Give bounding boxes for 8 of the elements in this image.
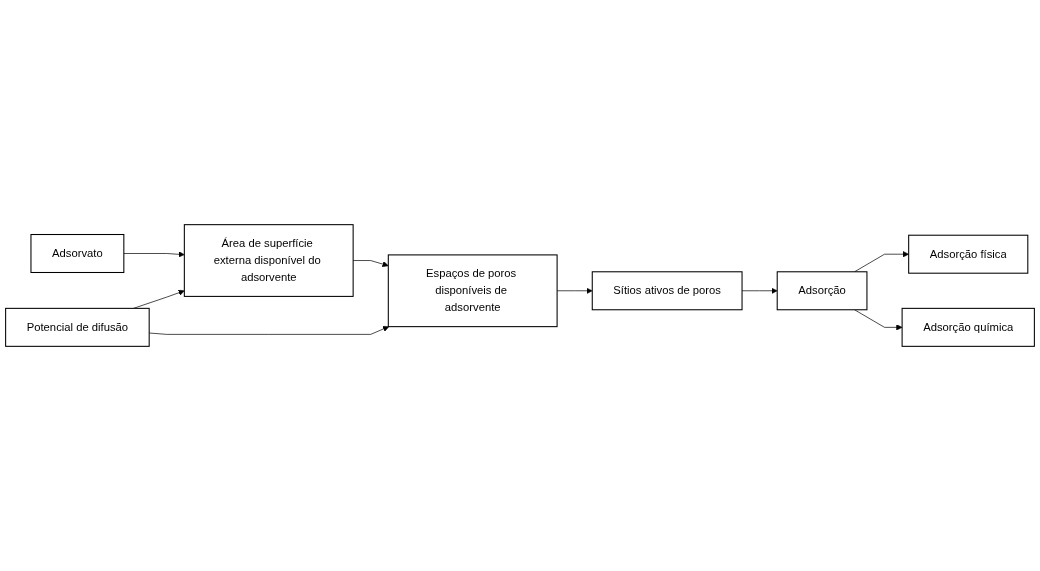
- node-box: Potencial de difusão: [5, 307, 150, 347]
- node-box: Área de superfície externa disponível do adsorvente: [183, 224, 354, 297]
- node-box: Adsorção: [776, 271, 868, 311]
- node-box: Adsorvato: [30, 234, 125, 273]
- node-box: Espaços de poros disponíveis de adsorvente: [387, 254, 558, 328]
- node-box: Adsorção física: [908, 234, 1029, 274]
- node-box: Sítios ativos de poros: [591, 271, 743, 311]
- node-box: Adsorção química: [901, 307, 1035, 347]
